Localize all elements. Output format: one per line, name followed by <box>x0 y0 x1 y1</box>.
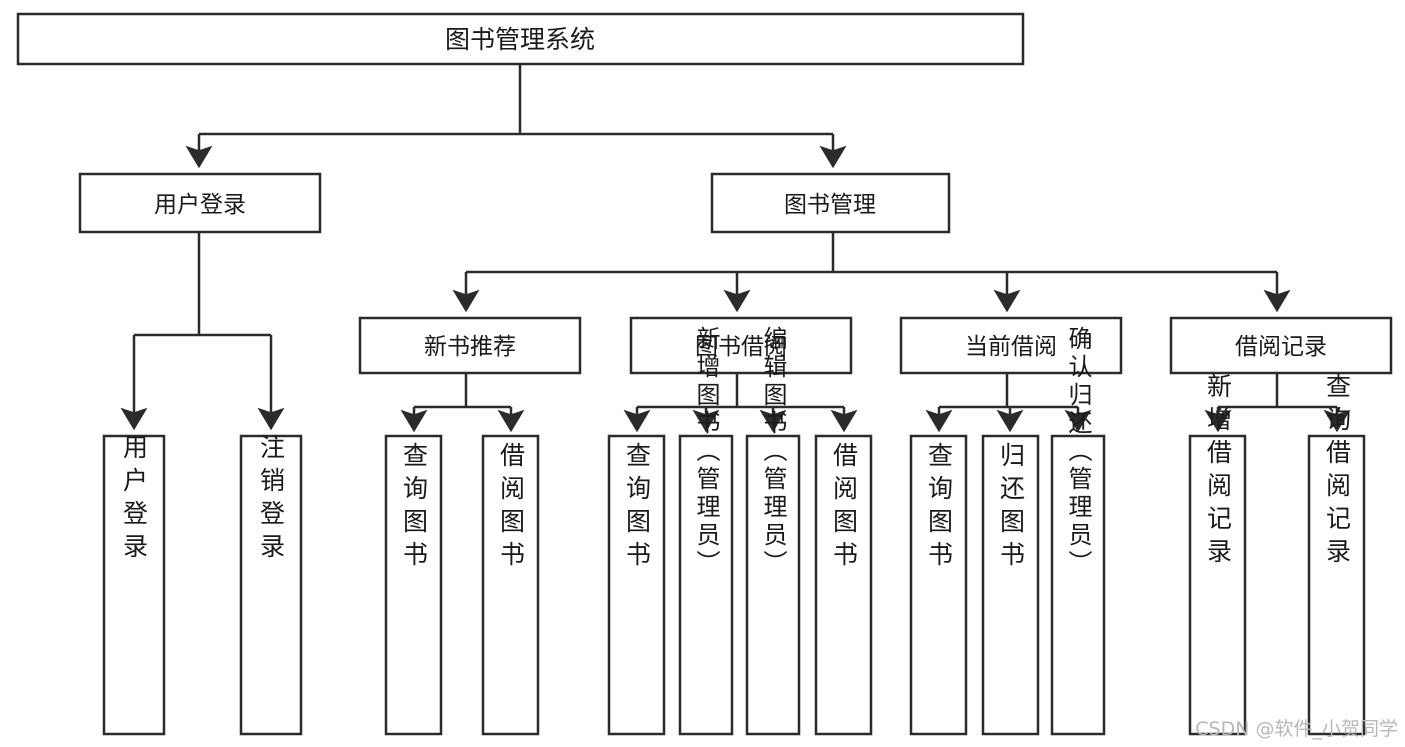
connectors <box>120 64 1351 433</box>
node-root[interactable]: 图书管理系统 <box>16 12 1025 66</box>
leaf-user-login[interactable]: 用户登录 <box>102 434 166 736</box>
leaf-confirm-return-admin[interactable]: 确认归还（管理员） <box>1050 326 1106 736</box>
leaf-confirm-return-admin-label: 确认归还（管理员） <box>1064 326 1092 578</box>
leaf-newbook-query-book[interactable]: 查询图书 <box>384 434 443 736</box>
leaf-add-book-admin[interactable]: 新增图书（管理员） <box>678 326 734 736</box>
leaf-return-book-label: 归还图书 <box>997 442 1026 574</box>
leaf-borrow-lend-book-label: 借阅图书 <box>830 442 859 574</box>
leaf-user-login-label: 用户登录 <box>120 434 149 566</box>
leaf-add-book-admin-label: 新增图书（管理员） <box>692 326 720 578</box>
node-user-login[interactable]: 用户登录 <box>78 172 322 234</box>
node-borrow-records[interactable]: 借阅记录 <box>1169 316 1393 375</box>
leaf-newbook-borrow-book-label: 借阅图书 <box>497 442 526 574</box>
leaf-query-borrow-record-label: 查询借阅记录 <box>1323 373 1352 571</box>
leaf-newbook-borrow-book[interactable]: 借阅图书 <box>481 434 540 736</box>
node-borrow-records-label: 借阅记录 <box>1235 334 1327 360</box>
node-book-management[interactable]: 图书管理 <box>710 172 951 234</box>
leaf-current-query-book-label: 查询图书 <box>925 442 954 574</box>
leaf-logout[interactable]: 注销登录 <box>239 434 303 736</box>
leaf-edit-book-admin-label: 编辑图书（管理员） <box>759 326 787 578</box>
node-current-borrow[interactable]: 当前借阅 <box>899 316 1123 375</box>
node-user-login-label: 用户登录 <box>154 192 246 218</box>
csdn-watermark: CSDN @软件_小贺同学 <box>1195 718 1398 740</box>
leaf-return-book[interactable]: 归还图书 <box>981 434 1040 736</box>
node-new-book-recommend[interactable]: 新书推荐 <box>358 316 582 375</box>
leaf-borrow-query-book[interactable]: 查询图书 <box>607 434 666 736</box>
node-new-book-recommend-label: 新书推荐 <box>424 334 516 360</box>
node-book-borrow[interactable]: 图书借阅 <box>629 316 853 375</box>
node-root-label: 图书管理系统 <box>445 25 595 54</box>
leaf-add-borrow-record-label: 新增借阅记录 <box>1204 373 1233 571</box>
leaf-current-query-book[interactable]: 查询图书 <box>909 434 968 736</box>
leaf-edit-book-admin[interactable]: 编辑图书（管理员） <box>745 326 801 736</box>
leaf-logout-label: 注销登录 <box>257 434 286 566</box>
leaf-add-borrow-record[interactable]: 新增借阅记录 <box>1188 373 1247 736</box>
node-book-borrow-label: 图书借阅 <box>695 334 787 360</box>
leaf-borrow-query-book-label: 查询图书 <box>623 442 652 574</box>
node-current-borrow-label: 当前借阅 <box>965 334 1057 360</box>
leaf-newbook-query-book-label: 查询图书 <box>400 442 429 574</box>
leaf-borrow-lend-book[interactable]: 借阅图书 <box>814 434 873 736</box>
leaf-query-borrow-record[interactable]: 查询借阅记录 <box>1307 373 1366 736</box>
node-book-management-label: 图书管理 <box>784 192 876 218</box>
